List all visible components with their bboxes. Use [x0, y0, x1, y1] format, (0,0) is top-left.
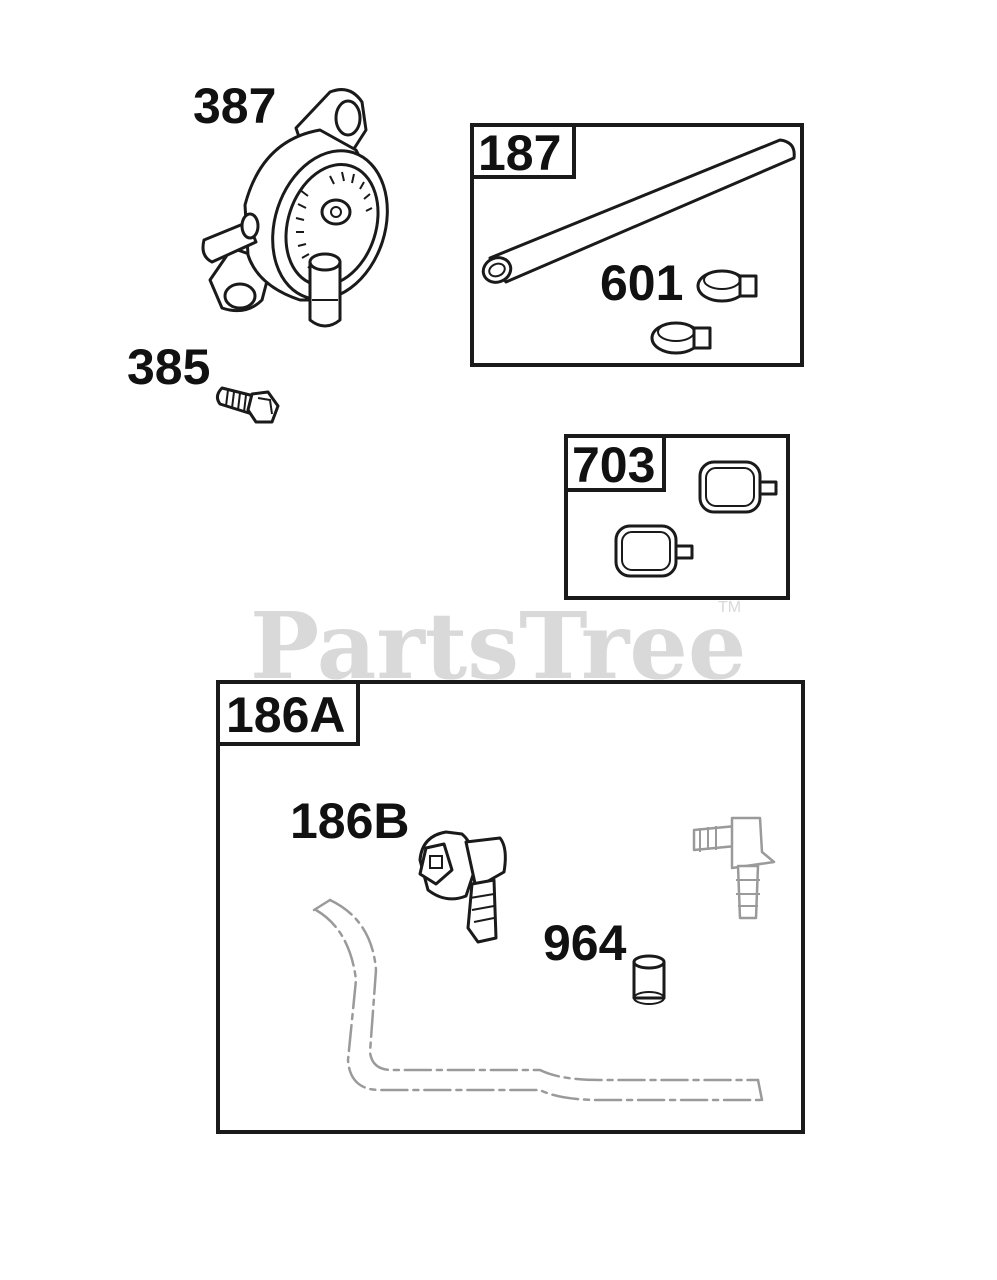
screw-385[interactable] — [215, 386, 280, 424]
sleeve-964[interactable] — [632, 954, 666, 1005]
clamp-601-a[interactable] — [696, 269, 758, 303]
fitting-186b[interactable] — [418, 830, 507, 944]
box-703-label: 703 — [572, 437, 655, 493]
clamp-703-b[interactable] — [614, 524, 694, 578]
box-187-label: 187 — [478, 125, 561, 181]
clamp-601-b[interactable] — [650, 321, 712, 355]
hose-ghost — [312, 898, 764, 1102]
watermark-trademark: TM — [718, 599, 741, 616]
label-186b: 186B — [290, 793, 410, 849]
label-387: 387 — [193, 78, 276, 134]
fitting-ghost — [692, 816, 776, 920]
box-186a: 186A — [216, 680, 805, 1134]
box-186a-label: 186A — [226, 687, 346, 743]
fuel-pump-387[interactable] — [201, 88, 406, 328]
clamp-703-a[interactable] — [698, 460, 778, 514]
fuel-line-187[interactable] — [480, 138, 796, 286]
box-703: 703 — [564, 434, 790, 600]
label-601: 601 — [600, 255, 683, 311]
label-964: 964 — [543, 915, 627, 971]
label-385: 385 — [127, 339, 210, 395]
box-187: 187 — [470, 123, 804, 367]
